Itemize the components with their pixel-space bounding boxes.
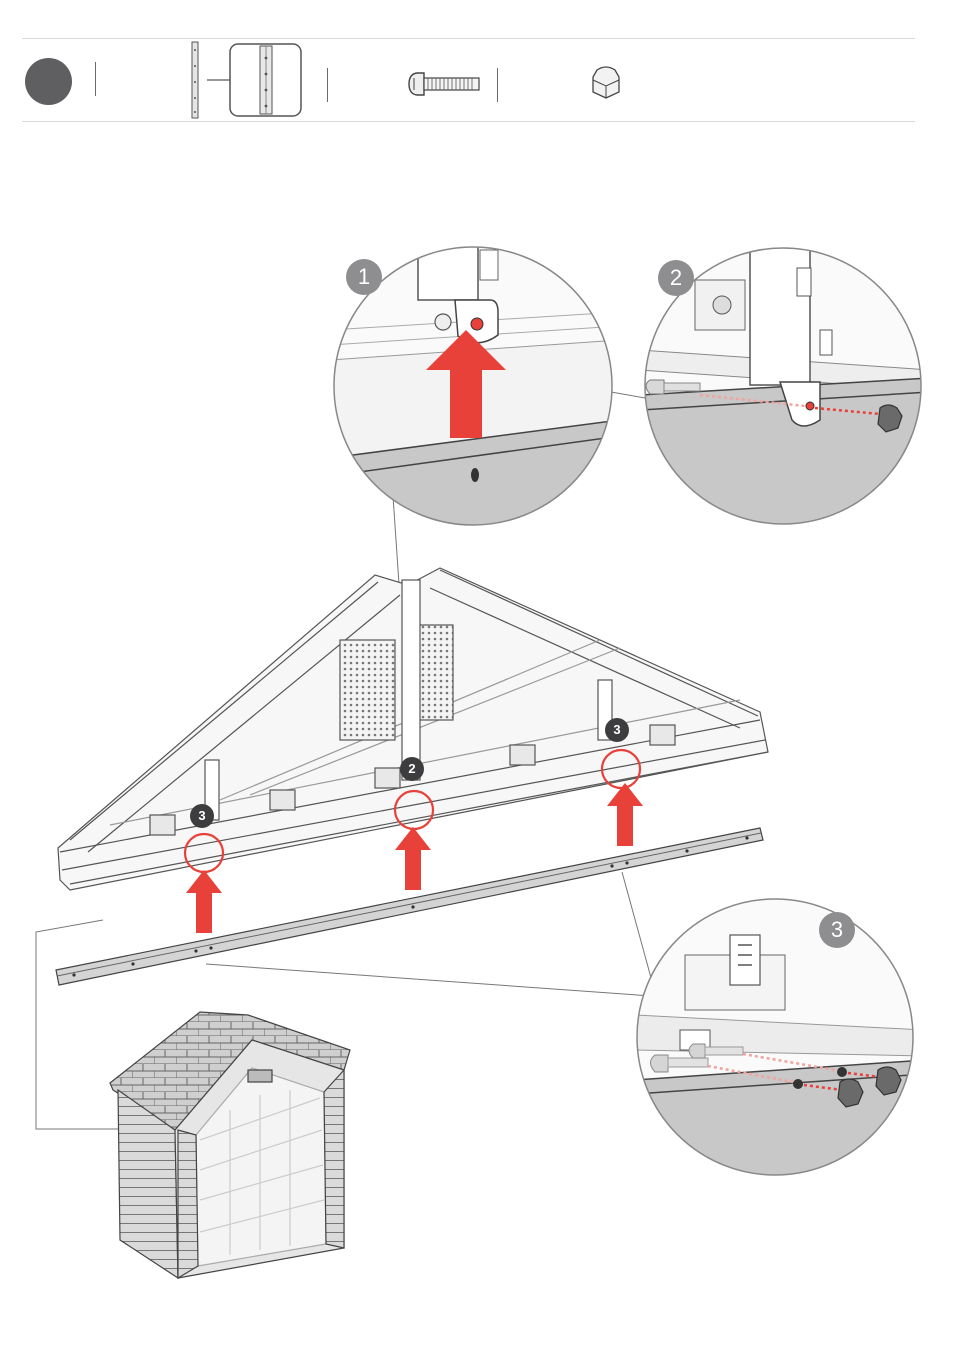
detail-1-label: 1: [346, 259, 382, 295]
bracket-tag-left: 3: [190, 804, 214, 828]
detail-view-3: [635, 895, 925, 1185]
bracket-tag-right: 3: [605, 718, 629, 742]
detail-2-label: 2: [658, 260, 694, 296]
screw-icon: [409, 73, 479, 95]
bracket-tag-center: 2: [400, 757, 424, 781]
cap-nut-icon: [593, 67, 619, 98]
detail-3-label: 3: [819, 912, 855, 948]
rail-profile-icon: [192, 42, 198, 118]
rail-closeup-icon: [230, 44, 301, 116]
shed-overview: [110, 1012, 350, 1278]
